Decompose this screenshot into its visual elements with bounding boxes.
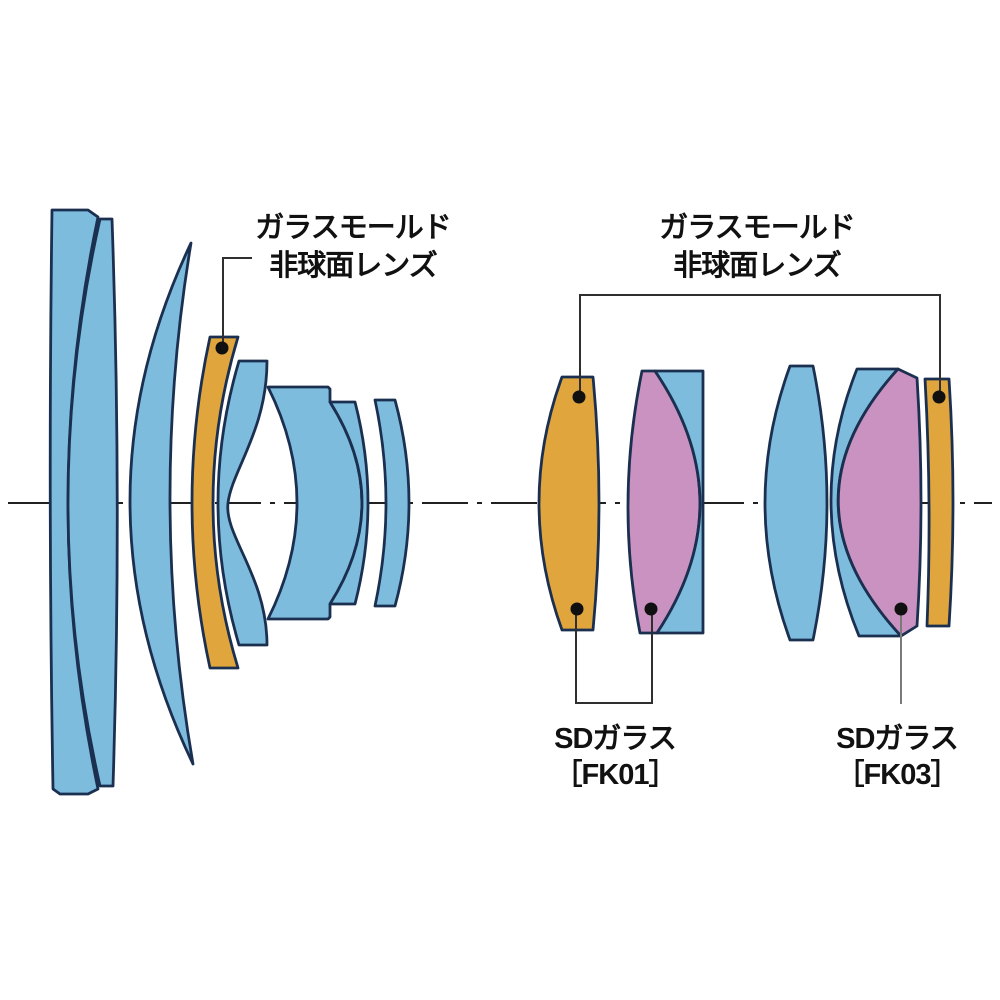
lens-element-rear-biconvex — [763, 364, 829, 642]
label-sd-glass-fk01: SDガラス ［FK01］ — [553, 721, 678, 793]
aspherical-lens-left — [190, 335, 240, 670]
marker-dot-fk03-pink — [894, 602, 908, 616]
label-fk01-line2: ［FK01］ — [553, 759, 678, 791]
label-aspherical-left: ガラスモールド 非球面レンズ — [255, 209, 451, 285]
lens-element-3 — [128, 241, 195, 766]
front-lens-group — [48, 208, 411, 796]
aspherical-lens-right — [537, 375, 601, 632]
aspherical-lens-rearmost — [923, 377, 955, 628]
label-fk01-line1: SDガラス — [554, 723, 677, 755]
label-aspherical-right-line2: 非球面レンズ — [673, 250, 841, 282]
label-fk03-line2: ［FK03］ — [835, 759, 960, 791]
marker-dot-fk01-pink — [644, 602, 658, 616]
marker-dot-aspherical-rearmost-top — [932, 390, 946, 404]
marker-dot-aspherical-right-top — [572, 390, 586, 404]
label-aspherical-left-line1: ガラスモールド — [255, 212, 451, 244]
marker-dot-fk01-gold — [570, 602, 584, 616]
label-fk03-line1: SDガラス — [836, 723, 959, 755]
lens-element-doublet1-rear — [653, 369, 705, 635]
leader-aspherical-left — [222, 257, 252, 348]
marker-dot-aspherical-left — [215, 341, 229, 355]
lens-element-7 — [328, 400, 370, 606]
label-aspherical-right-line1: ガラスモールド — [659, 212, 855, 244]
rear-lens-group — [537, 364, 955, 642]
label-aspherical-right: ガラスモールド 非球面レンズ — [659, 209, 855, 285]
lens-element-5 — [216, 359, 269, 647]
lens-element-8 — [373, 398, 411, 608]
label-aspherical-left-line2: 非球面レンズ — [269, 250, 437, 282]
lens-element-2 — [66, 217, 119, 788]
annotation-leaders — [215, 257, 946, 704]
label-sd-glass-fk03: SDガラス ［FK03］ — [835, 721, 960, 793]
leader-bracket-fk01 — [575, 609, 653, 704]
leader-bracket-aspherical-right — [579, 294, 941, 397]
